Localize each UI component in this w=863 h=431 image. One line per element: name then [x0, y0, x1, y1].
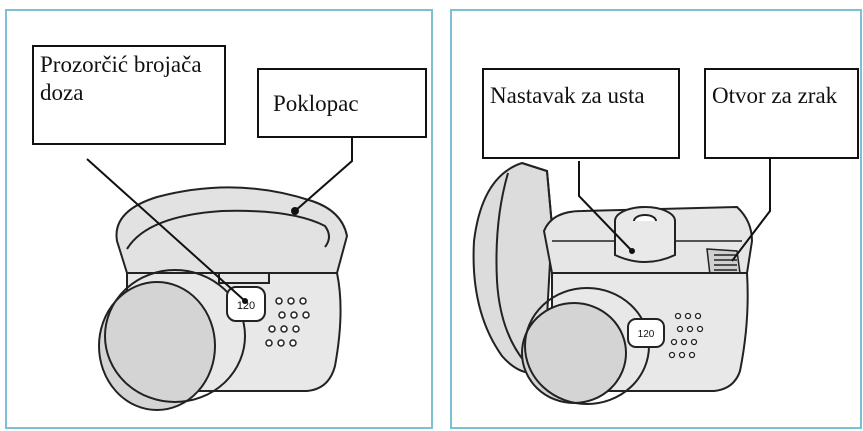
- grip-dots: [265, 297, 310, 347]
- air-vent-label: Otvor za zrak: [704, 68, 859, 159]
- inhaler-open-drawing: 120: [472, 159, 771, 405]
- cap-inner-ridge: [126, 209, 330, 250]
- side-cover: [98, 281, 216, 411]
- grip-dots: [668, 312, 704, 359]
- dose-counter-window: [627, 318, 665, 348]
- leader-line-dose-window: [86, 158, 246, 302]
- mouthpiece-label: Nastavak za usta: [482, 68, 680, 159]
- leader-line-mouthpiece: [578, 161, 633, 252]
- air-vent-grille: [706, 248, 741, 276]
- cap-label: Poklopac: [257, 68, 427, 138]
- inhaler-closed-drawing: 120: [86, 138, 353, 411]
- leader-line-cap: [294, 138, 353, 212]
- panel-closed-inhaler: 120 Prozorčić brojača doza Poklopac: [5, 9, 433, 429]
- dose-counter-window: [226, 286, 266, 322]
- side-cover: [521, 302, 627, 404]
- dose-window-label: Prozorčić brojača doza: [32, 45, 226, 145]
- dose-counter-value: 120: [237, 300, 255, 312]
- side-cover-ring: [104, 269, 246, 403]
- cap-shell: [115, 186, 349, 274]
- dose-counter-value: 120: [638, 329, 655, 340]
- leader-line-air-vent: [731, 159, 771, 262]
- panel-open-inhaler: 120 Nastavak za usta Otvor za zrak: [450, 9, 862, 429]
